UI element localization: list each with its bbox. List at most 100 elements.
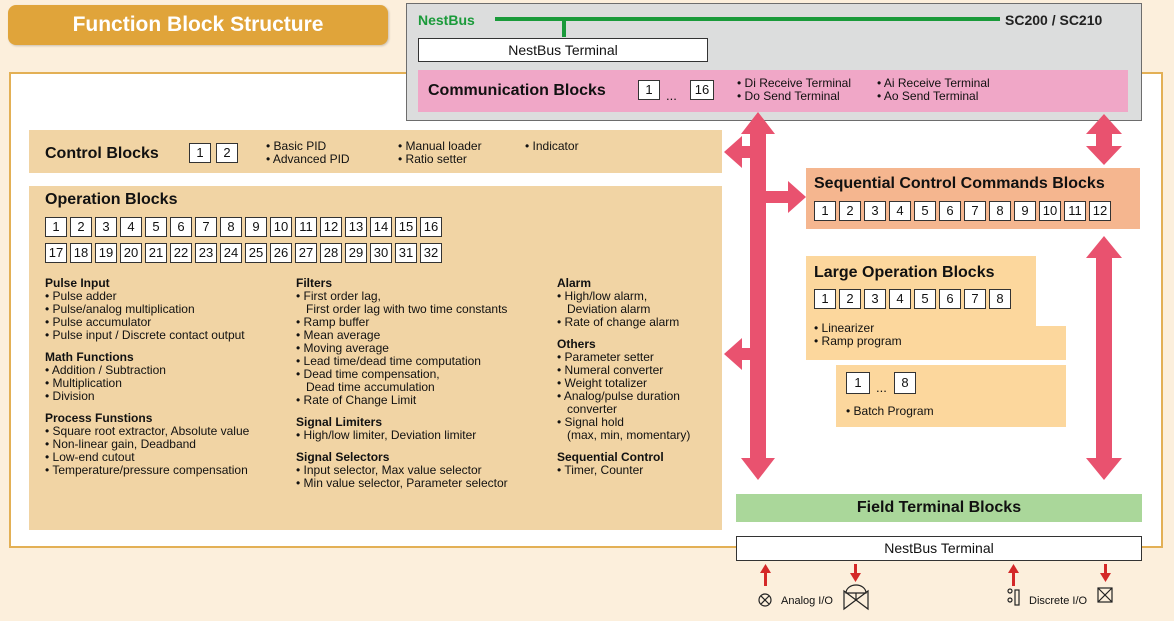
function-group-heading: Math Functions [45, 350, 134, 364]
large-operation-background [806, 256, 1066, 427]
block-number-box: 11 [295, 217, 317, 237]
list-item: • Division [45, 389, 95, 403]
nestbus-label: NestBus [418, 12, 475, 28]
function-group-heading: Others [557, 337, 596, 351]
block-number-box: 12 [320, 217, 342, 237]
list-item: • Di Receive Terminal [737, 76, 852, 90]
function-group: Others• Parameter setter• Numeral conver… [557, 337, 717, 442]
control-list-2: • Manual loader • Ratio setter [398, 140, 482, 166]
block-number-box: 17 [45, 243, 67, 263]
nestbus-drop-line [562, 19, 566, 37]
block-number-box: 18 [70, 243, 92, 263]
block-number-box: 7 [195, 217, 217, 237]
block-number-box: 8 [989, 201, 1011, 221]
list-item: • Ramp program [814, 334, 902, 348]
list-item: • High/low limiter, Deviation limiter [296, 428, 477, 442]
main-vertical-arrow [741, 112, 775, 480]
list-item: • Signal hold [557, 415, 624, 429]
block-number-box: 13 [345, 217, 367, 237]
function-group-heading: Sequential Control [557, 450, 664, 464]
block-number-box: 21 [145, 243, 167, 263]
operation-column-1: Pulse Input• Pulse adder• Pulse/analog m… [45, 276, 285, 485]
io-arrows [760, 564, 1111, 586]
block-number-box: 5 [145, 217, 167, 237]
block-number-box: 26 [270, 243, 292, 263]
list-item: • First order lag, [296, 289, 381, 303]
ellipsis: ... [876, 380, 887, 395]
list-item: • Do Send Terminal [737, 89, 840, 103]
block-number-box: 11 [1064, 201, 1086, 221]
list-item: • Indicator [525, 139, 579, 153]
block-number-box: 10 [270, 217, 292, 237]
list-item: • Addition / Subtraction [45, 363, 166, 377]
function-group: Signal Limiters• High/low limiter, Devia… [296, 415, 546, 442]
function-group-heading: Alarm [557, 276, 592, 290]
block-number-box: 10 [1039, 201, 1061, 221]
function-group-heading: Signal Selectors [296, 450, 390, 464]
communication-list-2: • Ai Receive Terminal • Ao Send Terminal [877, 77, 990, 103]
nestbus-terminal-bottom: NestBus Terminal [736, 536, 1142, 561]
block-number-box: 8 [220, 217, 242, 237]
block-number-box: 28 [320, 243, 342, 263]
list-item: Deviation alarm [557, 302, 651, 316]
list-item: • Pulse input / Discrete contact output [45, 328, 245, 342]
list-item: • Ao Send Terminal [877, 89, 979, 103]
analog-io-label: Analog I/O [781, 595, 833, 607]
control-branch-arrow [724, 136, 752, 168]
list-item: First order lag with two time constants [296, 302, 508, 316]
block-number-box: 30 [370, 243, 392, 263]
analog-sensor-icon [758, 593, 772, 607]
list-item: • Pulse/analog multiplication [45, 302, 195, 316]
block-number-box: 8 [894, 372, 916, 394]
block-number-box: 3 [864, 201, 886, 221]
block-number-box: 19 [95, 243, 117, 263]
page-title: Function Block Structure [8, 5, 388, 45]
list-item: • Rate of Change Limit [296, 393, 417, 407]
list-item: • Parameter setter [557, 350, 654, 364]
list-item: • Linearizer [814, 321, 875, 335]
list-item: • Analog/pulse duration [557, 389, 680, 403]
block-number-box: 3 [95, 217, 117, 237]
block-number-box: 27 [295, 243, 317, 263]
list-item: (max, min, momentary) [557, 428, 691, 442]
block-number-box: 8 [989, 289, 1011, 309]
list-item: • Dead time compensation, [296, 367, 440, 381]
block-number-box: 24 [220, 243, 242, 263]
batch-program-label: • Batch Program [846, 404, 934, 418]
block-number-box: 4 [889, 201, 911, 221]
list-item: • Timer, Counter [557, 463, 644, 477]
sequential-branch-arrow [764, 181, 806, 213]
list-item: • Input selector, Max value selector [296, 463, 482, 477]
block-number-box: 16 [420, 217, 442, 237]
block-number-box: 12 [1089, 201, 1111, 221]
list-item: • Advanced PID [266, 152, 350, 166]
function-group: Pulse Input• Pulse adder• Pulse/analog m… [45, 276, 285, 342]
block-number-box: 6 [939, 289, 961, 309]
operation-branch-arrow [724, 338, 752, 370]
model-label: SC200 / SC210 [1005, 12, 1103, 28]
block-number-box: 4 [120, 217, 142, 237]
list-item: • Moving average [296, 341, 389, 355]
function-group: Math Functions• Addition / Subtraction • … [45, 350, 285, 403]
ellipsis: ... [666, 88, 677, 103]
block-number-box: 1 [814, 201, 836, 221]
list-item: • Weight totalizer [557, 376, 648, 390]
operation-column-3: Alarm• High/low alarm, Deviation alarm• … [557, 276, 717, 485]
function-group: Sequential Control• Timer, Counter [557, 450, 717, 477]
nestbus-line [495, 17, 1000, 21]
discrete-io-label: Discrete I/O [1029, 595, 1088, 607]
control-blocks-title: Control Blocks [45, 145, 159, 162]
block-number-box: 25 [245, 243, 267, 263]
block-number-box: 29 [345, 243, 367, 263]
list-item: • Square root extractor, Absolute value [45, 424, 250, 438]
block-number-box: 7 [964, 289, 986, 309]
block-number-box: 1 [45, 217, 67, 237]
block-number-box: 6 [939, 201, 961, 221]
block-number-box: 2 [839, 289, 861, 309]
function-group: Process Funstions• Square root extractor… [45, 411, 285, 477]
function-group: Filters• First order lag, First order la… [296, 276, 546, 407]
block-number-box: 1 [846, 372, 870, 394]
list-item: • Min value selector, Parameter selector [296, 476, 508, 490]
block-number-box: 3 [864, 289, 886, 309]
